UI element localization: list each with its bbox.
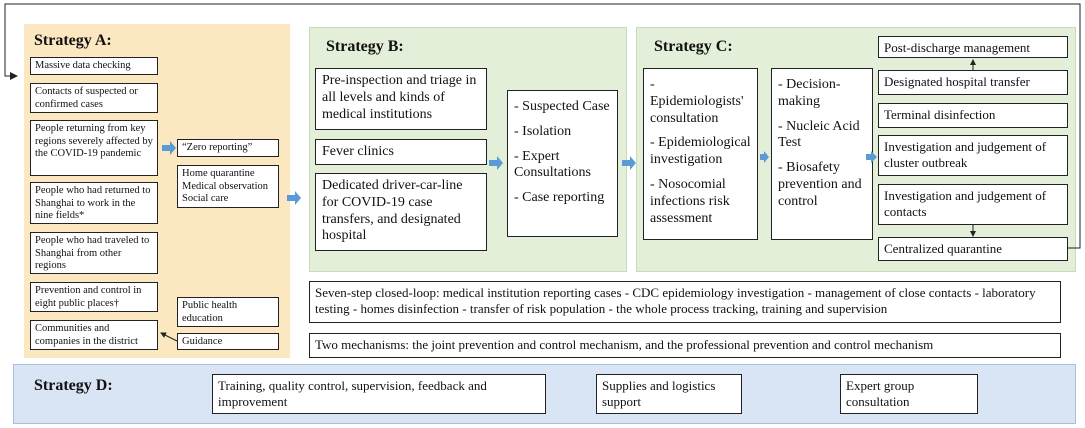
judgement-contacts-box: Investigation and judgement of contacts	[878, 184, 1068, 225]
expert-consultations-item: - Expert Consultations	[514, 148, 592, 181]
public-health-education-box: Public health education	[177, 297, 279, 327]
seven-step-closed-loop: Seven-step closed-loop: medical institut…	[309, 281, 1061, 323]
case-reporting-item: - Case reporting	[514, 190, 605, 206]
strategy-c-title: Strategy C:	[654, 38, 733, 55]
supplies-logistics-box: Supplies and logistics support	[596, 374, 742, 414]
strategy-a-title: Strategy A:	[34, 32, 112, 49]
two-mechanisms: Two mechanisms: the joint prevention and…	[309, 333, 1061, 358]
strategy-a-box-5: People who had traveled to Shanghai from…	[30, 232, 158, 274]
strategy-b-list: - Suspected Case - Isolation - Expert Co…	[507, 90, 618, 237]
terminal-disinfection-box: Terminal disinfection	[878, 103, 1068, 128]
designated-hospital-transfer-box: Designated hospital transfer	[878, 70, 1068, 95]
isolation-item: - Isolation	[514, 123, 572, 139]
strategy-b-box-2: Fever clinics	[315, 139, 487, 165]
strategy-a-box-7: Communities and companies in the distric…	[30, 320, 158, 350]
strategy-b-box-3: Dedicated driver-car-line for COVID-19 c…	[315, 173, 487, 251]
nosocomial-risk-item: - Nosocomial infections risk assessment	[650, 176, 730, 226]
strategy-a-box-2: Contacts of suspected or confirmed cases	[30, 83, 158, 113]
decision-making-item: - Decision-making	[778, 77, 841, 109]
suspected-case-item: - Suspected Case	[514, 99, 610, 114]
cluster-outbreak-box: Investigation and judgement of cluster o…	[878, 135, 1068, 176]
zero-reporting-box: “Zero reporting”	[177, 139, 279, 157]
strategy-a-box-3: People returning from key regions severe…	[30, 120, 158, 176]
expert-group-box: Expert group consultation	[840, 374, 978, 414]
guidance-box: Guidance	[177, 333, 279, 350]
strategy-a-box-1: Massive data checking	[30, 57, 158, 75]
strategy-b-box-1: Pre-inspection and triage in all levels …	[315, 68, 487, 130]
epidemiological-investigation-item: - Epidemiological investigation	[650, 135, 751, 168]
post-discharge-box: Post-discharge management	[878, 36, 1068, 58]
biosafety-item: - Biosafety prevention and control	[778, 160, 862, 209]
training-quality-box: Training, quality control, supervision, …	[212, 374, 546, 414]
home-quarantine-box: Home quarantine Medical observation Soci…	[177, 165, 279, 208]
strategy-a-box-4: People who had returned to Shanghai to w…	[30, 182, 158, 224]
epidemiologists-consultation-item: - Epidemiologists' consultation	[650, 77, 744, 126]
strategy-c-list-1: - Epidemiologists' consultation - Epidem…	[643, 68, 758, 240]
strategy-d-title: Strategy D:	[34, 377, 113, 394]
strategy-c-list-2: - Decision-making - Nucleic Acid Test - …	[771, 68, 873, 240]
strategy-a-box-6: Prevention and control in eight public p…	[30, 282, 158, 312]
nucleic-acid-test-item: - Nucleic Acid Test	[778, 118, 860, 151]
centralized-quarantine-box: Centralized quarantine	[878, 237, 1068, 261]
strategy-b-title: Strategy B:	[326, 38, 404, 55]
